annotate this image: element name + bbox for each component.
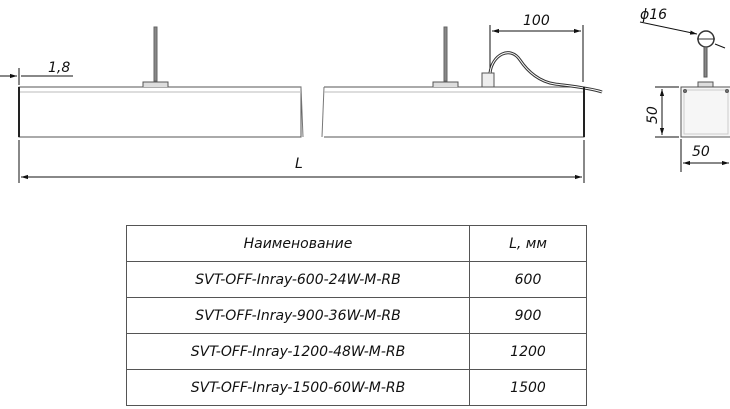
dim-cable-length-label: 100 [523,13,550,29]
row-length: 1500 [469,369,587,406]
suspension-rod-left [153,26,158,82]
break-line [321,86,325,138]
dim-diameter-label: ϕ16 [640,7,667,23]
dim-length [18,140,585,183]
dim-cable-length [489,25,584,82]
end-rod [703,46,708,78]
table-row: SVT-OFF-Inray-1200-48W-M-RB 1200 [126,333,587,370]
suspension-base-right [432,81,459,87]
luminaire-body-right [324,86,585,138]
luminaire-end-view [680,30,730,138]
end-profile [680,86,730,138]
cable-gland [481,72,495,88]
table-header-row: Наименование L, мм [126,225,587,262]
header-length: L, мм [469,225,587,262]
dim-offset-label: 1,8 [48,60,70,76]
dim-length-label: L [295,156,303,172]
header-name: Наименование [126,225,470,262]
dim-height-label: 50 [645,106,661,124]
dim-height [655,86,679,138]
row-model: SVT-OFF-Inray-600-24W-M-RB [126,261,470,298]
row-length: 1200 [469,333,587,370]
dim-diameter [639,21,726,49]
power-cable [488,51,603,94]
luminaire-body-left [18,86,302,138]
row-model: SVT-OFF-Inray-1500-60W-M-RB [126,369,470,406]
spec-table: Наименование L, мм SVT-OFF-Inray-600-24W… [126,225,587,406]
row-length: 900 [469,297,587,334]
table-row: SVT-OFF-Inray-600-24W-M-RB 600 [126,261,587,298]
dim-width [680,139,729,172]
suspension-rod-right [443,26,448,82]
row-model: SVT-OFF-Inray-1200-48W-M-RB [126,333,470,370]
row-length: 600 [469,261,587,298]
dim-width-label: 50 [692,144,710,160]
dim-offset [0,68,73,85]
row-model: SVT-OFF-Inray-900-36W-M-RB [126,297,470,334]
suspension-base-left [142,81,169,87]
luminaire-side-view [18,26,603,138]
table-row: SVT-OFF-Inray-1500-60W-M-RB 1500 [126,369,587,406]
table-row: SVT-OFF-Inray-900-36W-M-RB 900 [126,297,587,334]
